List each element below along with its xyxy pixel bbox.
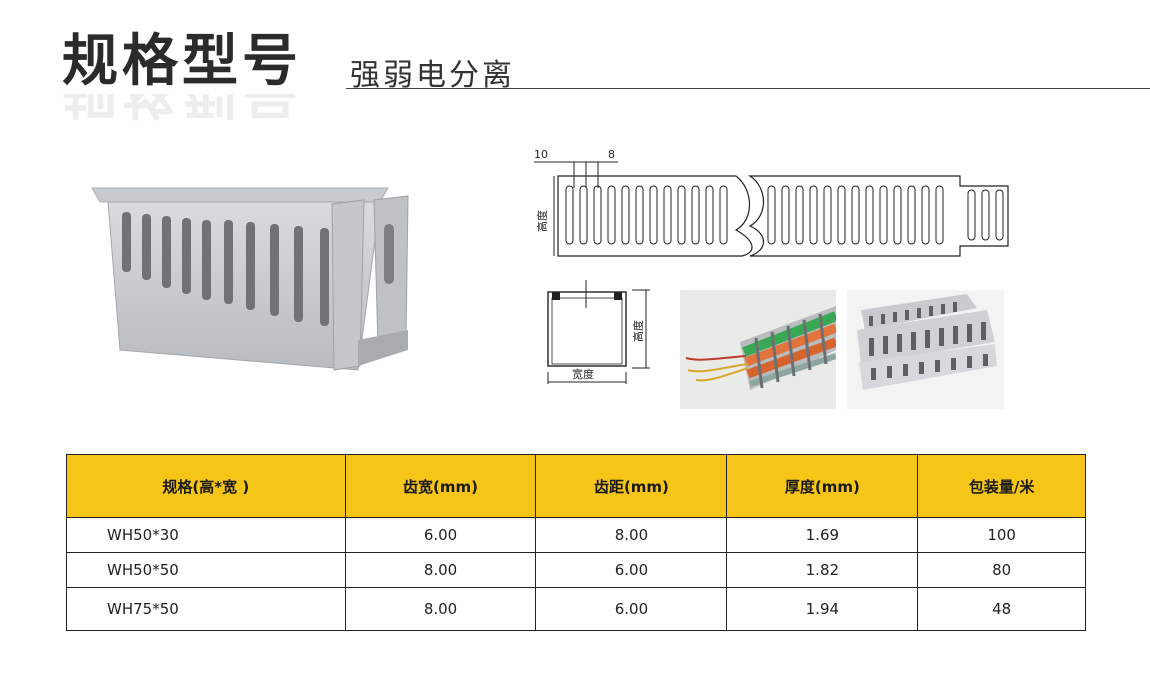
page-title: 规格型号 <box>62 29 302 94</box>
spec-table: 规格(高*宽 ) 齿宽(mm) 齿距(mm) 厚度(mm) 包装量/米 WH50… <box>66 454 1086 631</box>
table-cell: WH75*50 <box>66 587 346 631</box>
header-tooth-pitch: 齿距(mm) <box>535 454 728 518</box>
tooth-width-dimension: 10 <box>534 148 548 161</box>
cable-duct-product-image <box>91 187 409 371</box>
table-cell: 6.00 <box>344 517 537 553</box>
page-title-reflection: 规格型号 <box>62 94 302 122</box>
title-divider <box>346 88 1150 89</box>
header-tooth-width: 齿宽(mm) <box>344 454 537 518</box>
table-cell: 1.82 <box>726 552 919 588</box>
page-subtitle: 强弱电分离 <box>350 58 515 93</box>
table-cell: 80 <box>917 552 1086 588</box>
table-cell: WH50*30 <box>66 517 346 553</box>
slotted-duct-photo <box>847 290 1004 409</box>
table-row: WH75*50 8.00 6.00 1.94 48 <box>66 587 1086 631</box>
table-cell: 100 <box>917 517 1086 553</box>
table-cell: 8.00 <box>535 517 728 553</box>
table-cell: WH50*50 <box>66 552 346 588</box>
slot-dimension-diagram: 10 8 高度 <box>534 148 1009 257</box>
cross-section-diagram: 高度 宽度 <box>547 280 650 384</box>
table-cell: 1.94 <box>726 587 919 631</box>
table-row: WH50*30 6.00 8.00 1.69 100 <box>66 517 1086 553</box>
height-dimension-label: 高度 <box>535 210 549 232</box>
table-cell: 1.69 <box>726 517 919 553</box>
header-packing: 包装量/米 <box>917 454 1086 518</box>
table-cell: 6.00 <box>535 552 728 588</box>
tooth-pitch-dimension: 8 <box>608 148 615 161</box>
table-cell: 48 <box>917 587 1086 631</box>
cross-width-label: 宽度 <box>572 367 594 381</box>
table-row: WH50*50 8.00 6.00 1.82 80 <box>66 552 1086 588</box>
table-header-row: 规格(高*宽 ) 齿宽(mm) 齿距(mm) 厚度(mm) 包装量/米 <box>66 454 1086 518</box>
header-spec: 规格(高*宽 ) <box>66 454 346 518</box>
wired-duct-photo <box>680 290 836 409</box>
cross-height-label: 高度 <box>631 320 645 342</box>
table-cell: 8.00 <box>344 552 537 588</box>
table-cell: 8.00 <box>344 587 537 631</box>
header-thickness: 厚度(mm) <box>726 454 919 518</box>
table-cell: 6.00 <box>535 587 728 631</box>
